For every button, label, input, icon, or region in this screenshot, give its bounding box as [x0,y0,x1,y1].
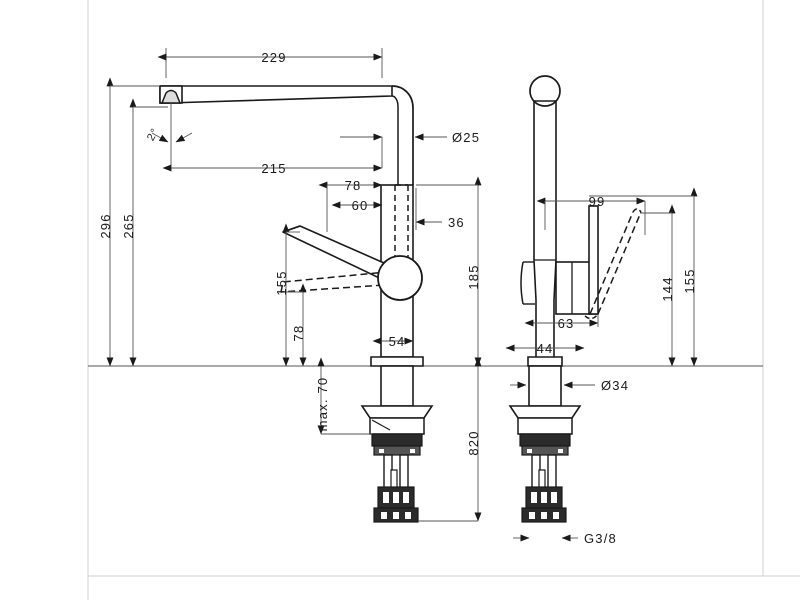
clamp-body-front [371,433,423,447]
label-max70: max. 70 [315,377,330,432]
label-78-top: 78 [345,178,362,193]
thread-slot-l-side [531,492,537,503]
clamp-slot-r-front [410,449,415,453]
thread-slot-m-front [393,492,399,503]
front-view-dimension-labels: 229 215 Ø25 2° 296 265 78 60 36 155 78 5… [98,50,481,456]
spout-head-side [529,75,561,107]
base-flange-side [527,356,563,367]
spout-body-left-edge-side [533,101,537,357]
base-flange-front [370,356,424,367]
cartridge-pivot-hub [377,255,423,301]
mounting-block-side [517,417,573,435]
thread-slot-r-side [551,492,557,503]
clamp-slot-l-front [379,449,384,453]
clamp-slot-l-side [527,449,532,453]
label-296: 296 [98,213,113,238]
front-view [88,85,500,523]
thread-end-slot-m-front [393,512,399,519]
side-view-dimension-labels: 99 63 44 Ø34 144 155 G3/8 [537,194,697,546]
label-229: 229 [261,50,286,65]
side-view [500,75,763,523]
label-155-side: 155 [682,268,697,293]
lever-handle-open-side [588,205,599,315]
label-78-bottom: 78 [291,325,306,342]
clamp-body-side [519,433,571,447]
spout-body-right-edge-side [553,101,557,357]
mounting-block-hatch-front [371,419,391,431]
thread-end-slot-m-side [541,512,547,519]
label-g38: G3/8 [584,531,617,546]
label-99: 99 [589,194,606,209]
clamp-slot-r-side [558,449,563,453]
label-820: 820 [466,430,481,455]
lever-handle-closed-dashed-side [589,211,642,315]
hose-spacer-side [538,469,546,489]
lever-handle-closed-tip-side [632,208,642,213]
front-view-dimensions [106,48,482,522]
clamp-nut-side [521,445,569,456]
sealing-washer-side [508,405,582,419]
label-36: 36 [448,215,465,230]
thread-slot-m-side [541,492,547,503]
label-d34: Ø34 [601,378,629,393]
label-144: 144 [660,276,675,301]
label-155: 155 [274,270,289,295]
label-2deg: 2° [145,126,162,143]
sealing-washer-front [360,405,434,419]
hose-spacer-front [390,469,398,489]
shank-side [528,365,562,407]
label-215: 215 [261,161,286,176]
label-54: 54 [389,334,406,349]
label-60: 60 [352,198,369,213]
leader-2deg-right [175,132,193,143]
spout-elbow-inner [391,95,399,185]
thread-end-slot-l-front [381,512,387,519]
mounting-block-front [369,417,425,435]
shank-front [380,365,414,407]
lever-handle-pivot-arc-side [584,313,599,320]
label-265: 265 [121,213,136,238]
label-d25: Ø25 [452,130,480,145]
clamp-nut-front [373,445,421,456]
thread-end-slot-r-side [553,512,559,519]
swivel-range-dashed [394,184,409,268]
thread-slot-r-front [403,492,409,503]
thread-end-slot-r-front [405,512,411,519]
label-185: 185 [466,264,481,289]
spout-elbow-outer [391,85,414,185]
thread-end-slot-l-side [529,512,535,519]
thread-slot-l-front [383,492,389,503]
leader-2deg-left [151,132,169,143]
aerator-outlet [160,89,182,104]
label-63: 63 [558,316,575,331]
label-44: 44 [537,341,554,356]
swivel-collar-left-side [520,261,524,305]
side-view-dimensions [505,187,698,542]
